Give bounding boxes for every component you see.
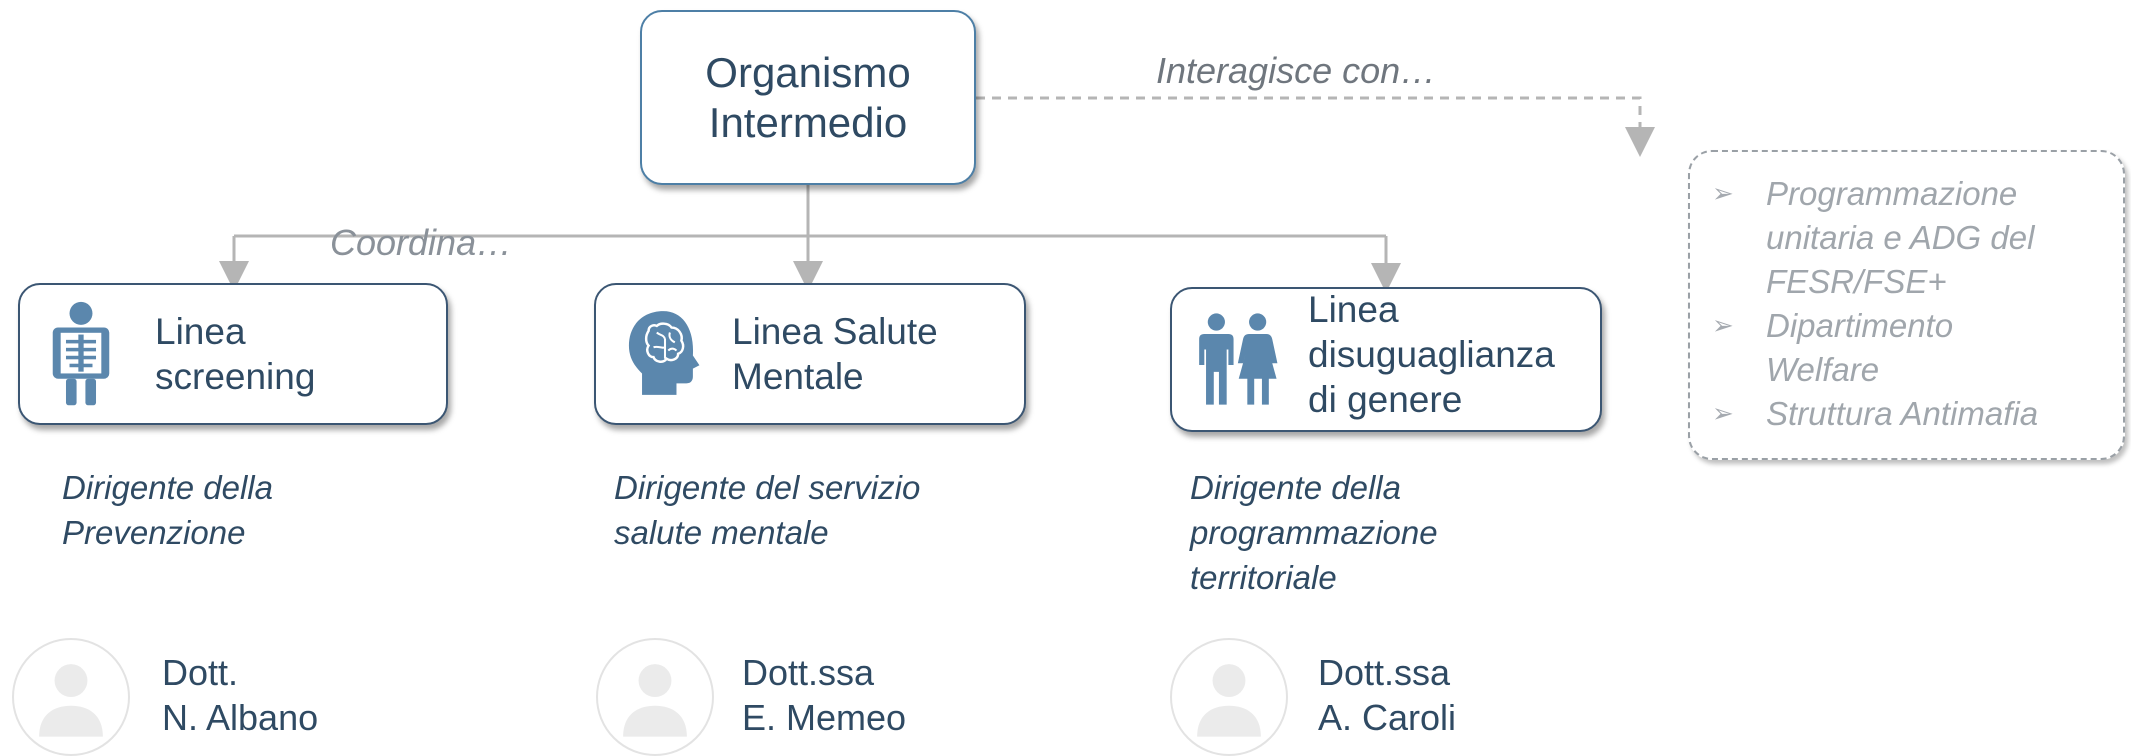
role-genere-line3: territoriale — [1190, 559, 1337, 596]
linea-screening-label-line1: Linea — [155, 311, 246, 352]
person-albano-title: Dott. — [162, 652, 239, 693]
person-caroli-title: Dott.ssa — [1318, 652, 1451, 693]
avatar — [596, 638, 714, 756]
linea-genere-label-line1: Linea — [1308, 289, 1399, 330]
partner-text-line1: Dipartimento — [1766, 307, 1954, 344]
role-genere-line2: programmazione — [1190, 514, 1438, 551]
bullet-arrow-icon: ➢ — [1712, 310, 1734, 340]
bullet-arrow-icon: ➢ — [1712, 398, 1734, 428]
avatar — [12, 638, 130, 756]
role-salute-line2: salute mentale — [614, 514, 829, 551]
person-albano: Dott. N. Albano — [162, 650, 318, 740]
coordination-label: Coordina… — [330, 222, 513, 263]
xray-skeleton-icon — [52, 301, 110, 406]
person-placeholder-icon — [39, 664, 103, 737]
person-placeholder-icon — [1197, 664, 1261, 737]
linea-disuguaglianza-genere-node: Linea disuguaglianza di genere — [1170, 287, 1602, 432]
partner-text-line1: Programmazione — [1766, 175, 2018, 212]
person-caroli: Dott.ssa A. Caroli — [1318, 650, 1456, 740]
root-label-line1: Organismo — [705, 48, 911, 96]
linea-salute-mentale-node: Linea Salute Mentale — [594, 283, 1026, 425]
person-albano-name: N. Albano — [162, 697, 319, 738]
person-memeo-name: E. Memeo — [742, 697, 907, 738]
role-genere: Dirigente della programmazione territori… — [1190, 465, 1438, 600]
organismo-intermedio-node: Organismo Intermedio — [640, 10, 976, 185]
interaction-dashed-line — [976, 96, 1655, 157]
role-genere-line1: Dirigente della — [1190, 469, 1401, 506]
role-salute-line1: Dirigente del servizio — [614, 469, 921, 506]
root-label-line2: Intermedio — [708, 98, 908, 146]
person-placeholder-icon — [623, 664, 687, 737]
linea-salute-label-line1: Linea Salute — [732, 311, 938, 352]
bullet-arrow-icon: ➢ — [1712, 178, 1734, 208]
linea-genere-label-line3: di genere — [1308, 379, 1463, 420]
role-salute: Dirigente del servizio salute mentale — [614, 465, 920, 555]
linea-screening-label-line2: screening — [155, 356, 316, 397]
partner-text-line2: unitaria e ADG del — [1766, 219, 2035, 256]
person-memeo: Dott.ssa E. Memeo — [742, 650, 906, 740]
role-screening-line1: Dirigente della — [62, 469, 273, 506]
person-caroli-name: A. Caroli — [1318, 697, 1457, 738]
person-memeo-title: Dott.ssa — [742, 652, 875, 693]
linea-genere-label-line2: disuguaglianza — [1308, 334, 1555, 375]
linea-screening-node: Linea screening — [18, 283, 448, 425]
avatar — [1170, 638, 1288, 756]
interaction-label: Interagisce con… — [1156, 50, 1437, 91]
interaction-partners-box: ➢ Programmazione unitaria e ADG del FESR… — [1688, 150, 2125, 460]
role-screening-line2: Prevenzione — [62, 514, 246, 551]
partner-text-line3: FESR/FSE+ — [1766, 263, 1947, 300]
linea-salute-label-line2: Mentale — [732, 356, 864, 397]
partner-text-line2: Welfare — [1766, 351, 1880, 388]
brain-head-icon — [628, 311, 700, 395]
man-woman-icon — [1199, 313, 1278, 405]
partner-text-line1: Struttura Antimafia — [1766, 395, 2039, 432]
role-screening: Dirigente della Prevenzione — [62, 465, 273, 555]
